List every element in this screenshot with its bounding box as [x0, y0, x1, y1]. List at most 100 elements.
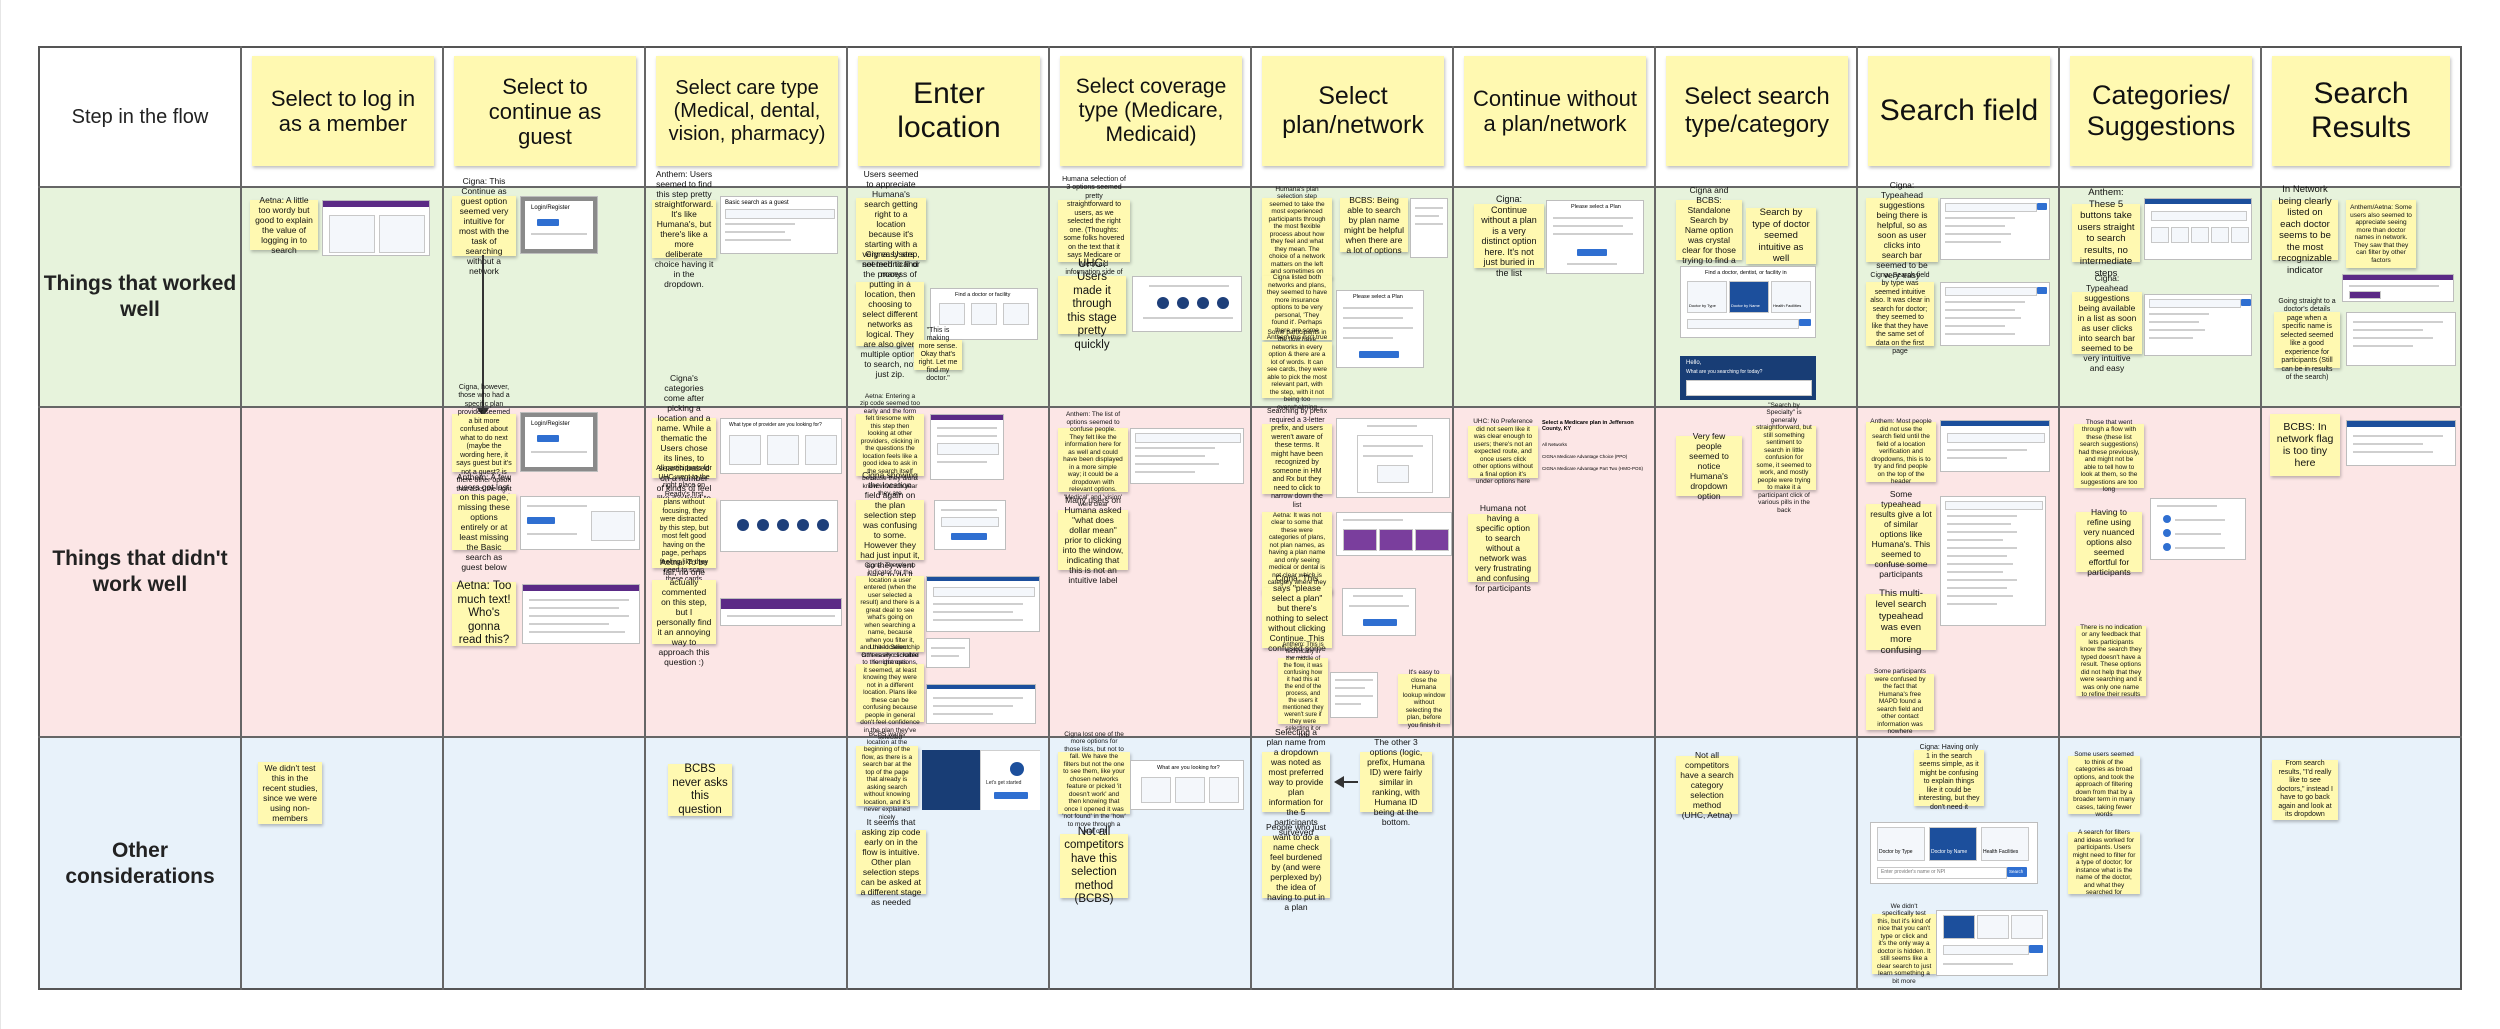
finding-sticky: Anthem: A few users got lost on this pag… [452, 472, 516, 572]
screenshot-thumbnail: Please select a Plan [1336, 290, 1424, 368]
flow-arrowhead [477, 408, 489, 417]
screenshot-title: Please select a Plan [1571, 204, 1621, 210]
finding-sticky: In Network being clearly listed on each … [2272, 184, 2338, 276]
grid-divider [644, 46, 646, 990]
screenshot-thumbnail: Find a doctor, dentist, or facility in D… [1680, 266, 1816, 338]
finding-sticky: People who just want to do a name check … [1262, 822, 1330, 912]
step-header-sticky: Select search type/category [1666, 56, 1848, 166]
finding-sticky: Some users seemed to think of the catego… [2068, 751, 2140, 818]
finding-sticky: Those that went through a flow with thes… [2074, 419, 2144, 493]
finding-sticky: Searching by prefix required a 3-letter … [1262, 408, 1332, 509]
screenshot-thumbnail [2346, 420, 2456, 466]
finding-sticky: We didn't specifically test this, but it… [1872, 903, 1936, 985]
screenshot-title: Let's get started [986, 780, 1022, 786]
flow-step-label: Step in the flow [71, 105, 209, 128]
screenshot-title: Login/Register [531, 421, 570, 427]
screenshot-thumbnail: Login/Register [520, 412, 598, 472]
screenshot-thumbnail [522, 584, 640, 644]
finding-sticky: Anthem: Most people did not use the sear… [1866, 418, 1936, 485]
step-header-sticky: Select coverage type (Medicare, Medicaid… [1060, 56, 1242, 166]
finding-sticky: BCBS wants location at the beginning of … [856, 731, 918, 821]
search-tab-label: Doctor by Name [1731, 303, 1760, 308]
screenshot-title: Find a doctor, dentist, or facility in [1705, 270, 1787, 276]
finding-sticky: Selecting a plan name from a dropdown wa… [1262, 727, 1330, 837]
screenshot-thumbnail [1940, 282, 2050, 346]
finding-sticky: Some participants were confused by the f… [1866, 668, 1934, 735]
finding-sticky: Cigna: There's no indicator for the loca… [856, 562, 924, 666]
screenshot-thumbnail [926, 684, 1036, 724]
finding-sticky: Humana selection of 3 options seemed pre… [1058, 176, 1130, 285]
finding-sticky: Going straight to a doctor's details pag… [2274, 298, 2340, 381]
finding-sticky: Anthem: The list of options seemed to co… [1058, 411, 1128, 508]
screenshot-thumbnail [1936, 910, 2048, 976]
screenshot-thumbnail: Let's get started [922, 750, 1040, 810]
finding-sticky: This multi-level search typeahead was ev… [1866, 588, 1936, 656]
search-tab-label: Doctor by Type [1879, 849, 1913, 855]
finding-sticky: Anthem: These 5 buttons take users strai… [2072, 187, 2140, 279]
grid-divider [1250, 46, 1252, 990]
finding-sticky: BCBS: Being able to search by plan name … [1340, 195, 1408, 255]
finding-sticky: Cigna: Having only 1 in the search seems… [1914, 744, 1984, 811]
flow-arrowhead [1334, 776, 1344, 788]
finding-sticky: Cigna: This Continue as guest option see… [452, 176, 516, 276]
finding-sticky: Some typeahead results give a lot of sim… [1866, 489, 1936, 579]
screenshot-thumbnail: Login/Register [520, 196, 598, 254]
screenshot-title: Hello, [1686, 360, 1702, 366]
grid-divider [846, 46, 848, 990]
screenshot-title: Basic search as a guest [725, 200, 789, 206]
finding-sticky: Aetna: Entering a zip code seemed too ea… [856, 393, 924, 497]
grid-divider [1048, 46, 1050, 990]
finding-sticky: Anthem: This is technically in the middl… [1278, 642, 1328, 739]
grid-divider [2260, 46, 2262, 990]
screenshot-thumbnail [926, 576, 1040, 632]
screenshot-thumbnail: Find a doctor or facility [930, 288, 1038, 340]
grid-divider [240, 46, 242, 990]
screenshot-thumbnail [1130, 428, 1244, 484]
finding-sticky: "Search by Specialty" is generally strai… [1752, 402, 1816, 514]
finding-sticky: All participants for UHC went to the rig… [652, 465, 716, 600]
screenshot-thumbnail [720, 500, 838, 552]
finding-sticky: Very few people seemed to notice Humana'… [1676, 431, 1742, 501]
finding-sticky: Cigna, however, those who had a specific… [452, 384, 516, 501]
finding-sticky: Cigna: Typeahead suggestions being avail… [2072, 273, 2142, 373]
finding-sticky: It seems that asking zip code early on i… [856, 817, 926, 907]
finding-sticky: Aetna: It was not clear to some that the… [1262, 512, 1332, 594]
finding-sticky: Cigna: Typeahead suggestions being there… [1866, 180, 1938, 280]
grid-divider [2058, 46, 2060, 990]
finding-sticky: "This is making more sense. Okay that's … [914, 327, 962, 382]
finding-sticky: Cigna: Users seemed to find the process … [856, 249, 924, 379]
finding-sticky: United Select: Others who scrolled to th… [856, 644, 924, 741]
screenshot-subtitle: What are you searching for today? [1686, 369, 1763, 375]
screenshot-title: What are you looking for? [1157, 765, 1220, 771]
flow-arrow [1342, 781, 1358, 783]
step-header-sticky: Continue without a plan/network [1464, 56, 1646, 166]
screenshot-thumbnail [926, 638, 970, 668]
screenshot-thumbnail [2150, 498, 2246, 560]
finding-sticky: Many users on Humana asked "what does do… [1058, 495, 1128, 585]
search-tab-label: Doctor by Name [1931, 849, 1968, 855]
flow-arrow [482, 255, 484, 413]
step-header-sticky: Search field [1868, 56, 2050, 166]
row-label-worked-well: Things that worked well [40, 188, 240, 406]
finding-sticky: Cigna lost one of the more options for t… [1058, 731, 1130, 835]
screenshot-title: Please select a Plan [1353, 294, 1403, 300]
finding-sticky: It's easy to close the Humana lookup win… [1398, 669, 1450, 729]
search-tab-label: Health Facilities [1983, 849, 2019, 855]
finding-sticky: Aetna: Too much text! Who's gonna read t… [452, 580, 516, 646]
finding-sticky: BCBS: In network flag is too tiny here [2270, 414, 2340, 476]
screenshot-thumbnail [1940, 198, 2050, 260]
screenshot-thumbnail: Please select a Plan [1546, 200, 1644, 274]
search-tab-label: Health Facilities [1773, 303, 1802, 308]
screenshot-thumbnail: What are you looking for? [1130, 760, 1244, 810]
grid-divider [38, 186, 2462, 188]
screenshot-thumbnail [2144, 198, 2252, 260]
screenshot-thumbnail: Select a Medicare plan in Jefferson Coun… [1540, 416, 1650, 478]
finding-sticky: We didn't test this in the recent studie… [258, 762, 322, 824]
step-header-sticky: Select to log in as a member [252, 56, 434, 166]
finding-sticky: Aetna: To be fair, no one actually comme… [652, 557, 716, 667]
step-header-sticky: Categories/ Suggestions [2070, 56, 2252, 166]
step-header-sticky: Enter location [858, 56, 1040, 166]
step-header-sticky: Select plan/network [1262, 56, 1444, 166]
grid-divider [1856, 46, 1858, 990]
